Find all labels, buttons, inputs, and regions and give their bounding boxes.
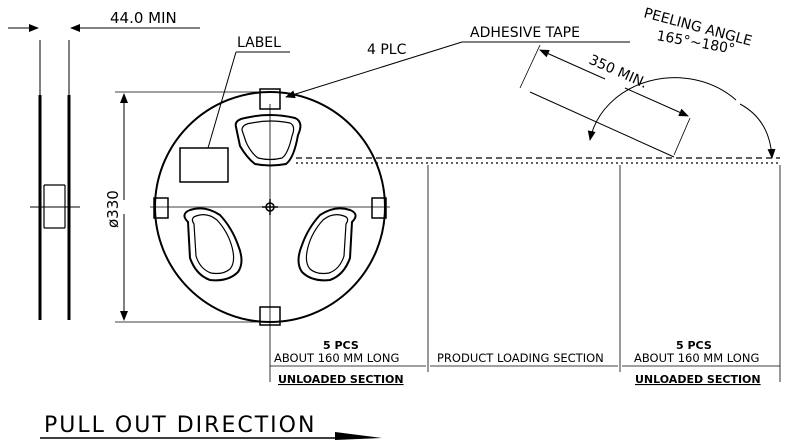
peeled-tape-line xyxy=(529,91,675,158)
right-pcs: 5 PCS xyxy=(676,339,712,352)
middle-section: PRODUCT LOADING SECTION xyxy=(437,351,604,365)
four-plc-leader xyxy=(285,41,463,99)
adhesive-tape-label: ADHESIVE TAPE xyxy=(470,25,580,41)
left-pcs: 5 PCS xyxy=(323,339,359,352)
length-dim-arrow-left xyxy=(539,49,606,80)
length-min-label: 350 MIN. xyxy=(586,52,649,92)
min-width-dimension: 44.0 MIN xyxy=(110,9,177,27)
right-long: ABOUT 160 MM LONG xyxy=(634,351,759,365)
length-dim-arrow-right xyxy=(624,87,689,117)
reel-front-view xyxy=(150,88,390,330)
right-section: UNLOADED SECTION xyxy=(635,373,761,386)
pull-out-label: PULL OUT DIRECTION xyxy=(44,413,316,438)
four-plc-label: 4 PLC xyxy=(367,42,407,58)
diameter-dimension-lines xyxy=(115,91,262,323)
peeling-angle-arc-right xyxy=(739,103,776,159)
section-dividers xyxy=(269,165,781,382)
peeling-angle-arc-left xyxy=(587,77,737,141)
pull-out-arrow xyxy=(335,432,382,440)
diameter-label: ø330 xyxy=(104,190,122,228)
left-long: ABOUT 160 MM LONG xyxy=(274,351,399,365)
label-leader xyxy=(207,51,237,149)
left-section: UNLOADED SECTION xyxy=(278,373,404,386)
reel-side-view xyxy=(8,24,200,320)
label-callout: LABEL xyxy=(237,35,281,51)
carrier-tape xyxy=(296,157,780,164)
